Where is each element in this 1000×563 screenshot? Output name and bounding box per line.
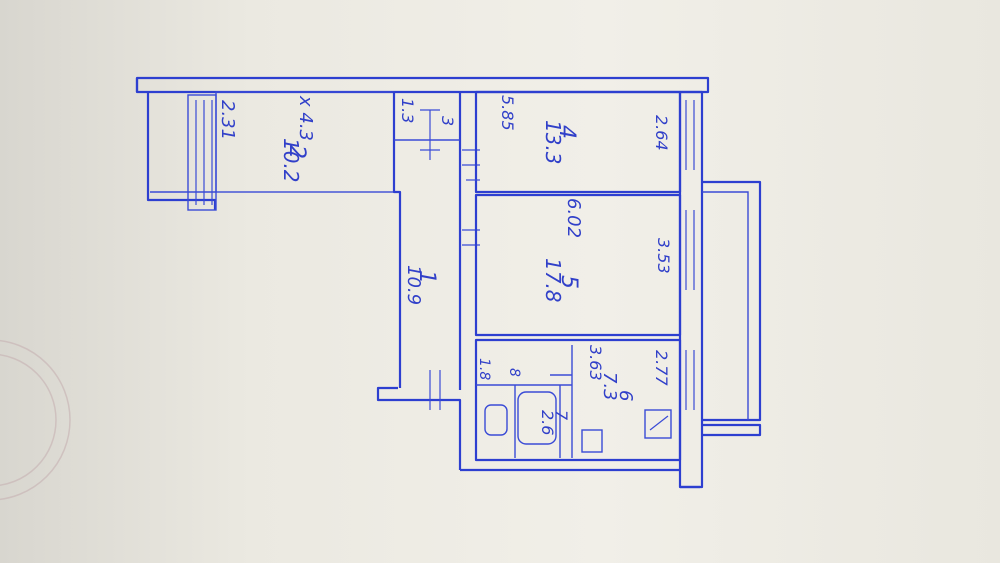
room-1-number: 1 [414, 270, 439, 284]
rooms-4-5-walls [466, 90, 695, 410]
room-1-labels: 1 10.9 [403, 265, 439, 305]
room-6-number: 6 [615, 390, 636, 401]
room-7-number: 7 [552, 410, 571, 421]
room-3-labels: 3 1.3 [398, 98, 457, 126]
corridor-walls [392, 92, 480, 410]
room-2-area: 10.2 [279, 138, 303, 183]
room-7-area: 2.6 [538, 410, 557, 435]
stamp-seal [0, 339, 71, 501]
room-4-area: 13.3 [541, 120, 565, 165]
room-7-labels: 7 2.6 [538, 410, 571, 435]
room-2-number: 2 [284, 145, 309, 159]
room-6-area: 7.3 [599, 372, 620, 401]
room-2-walls [150, 91, 395, 211]
wet-rooms-walls [474, 338, 682, 462]
room-8-number: 8 [506, 368, 522, 377]
room-2-height: 2.31 [217, 100, 238, 140]
room-5-depth: 3.53 [654, 238, 673, 274]
room-8-area: 1.8 [476, 358, 492, 380]
room-6-labels: 6 7.3 3.63 2.77 [586, 345, 671, 401]
room-4-labels: 4 13.3 5.85 2.64 [498, 95, 671, 165]
room-3-area: 1.3 [398, 98, 417, 123]
room-2-labels: 2 10.2 2.31 x 4.3 [217, 95, 316, 183]
room-8-labels: 8 1.8 [476, 358, 522, 380]
room-6-width: 3.63 [586, 345, 605, 381]
room-3-number: 3 [438, 116, 457, 126]
room-5-area: 17.8 [541, 258, 565, 303]
room-4-number: 4 [554, 125, 579, 139]
room-5-number: 5 [556, 275, 581, 289]
room-1-area: 10.9 [403, 265, 424, 305]
balcony [702, 180, 762, 437]
outer-walls [135, 76, 710, 489]
room-5-width: 6.02 [563, 198, 584, 238]
room-4-depth: 2.64 [652, 115, 671, 151]
room-2-extra: x 4.3 [295, 95, 316, 141]
room-5-labels: 5 17.8 6.02 3.53 [541, 198, 673, 303]
room-6-depth: 2.77 [652, 350, 671, 386]
room-4-width: 5.85 [498, 95, 517, 131]
